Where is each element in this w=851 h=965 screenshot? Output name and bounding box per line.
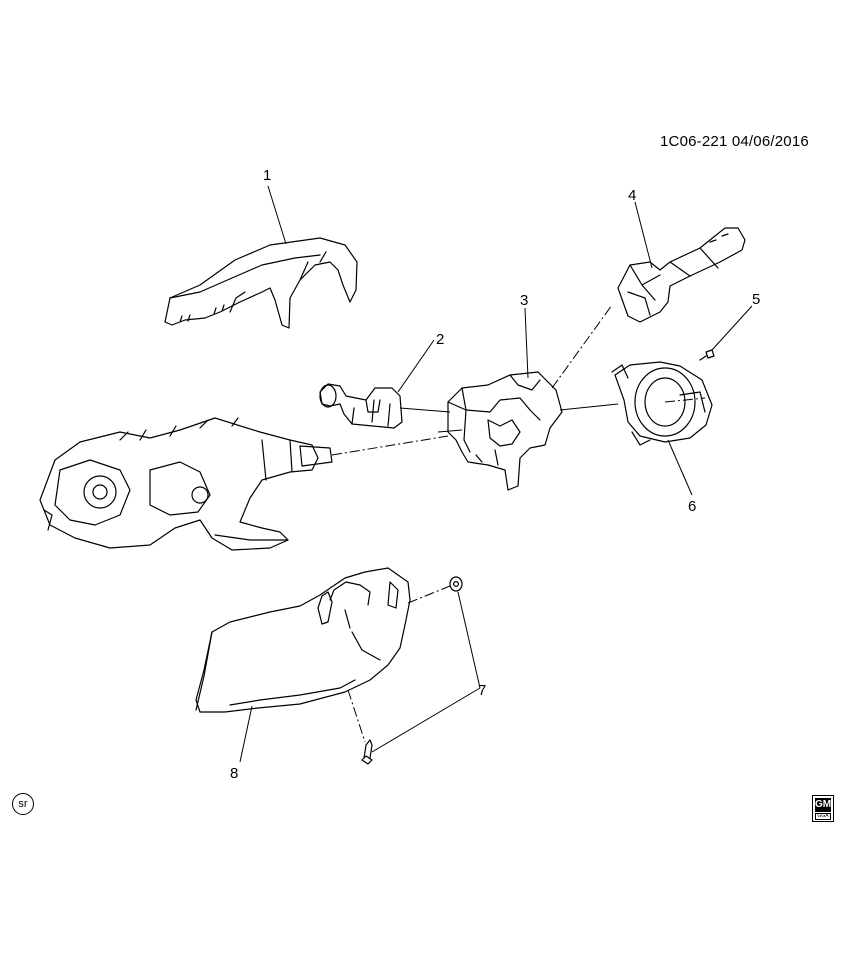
screw-5	[699, 349, 715, 361]
callout-6: 6	[688, 498, 696, 515]
callout-5: 5	[752, 291, 760, 308]
turn-signal-switch	[319, 383, 403, 429]
switch-housing	[447, 371, 563, 491]
callout-labels: 1 2 3 4 5 6 7 8	[230, 167, 760, 782]
gm-logo-subtext: GGA	[815, 813, 831, 820]
callout-8: 8	[230, 765, 238, 782]
leader-lines	[239, 185, 753, 763]
wiper-switch	[617, 227, 746, 323]
callout-2: 2	[436, 331, 444, 348]
sr-badge-icon: sr	[12, 793, 34, 815]
callout-4: 4	[628, 187, 636, 204]
fasteners-7	[361, 576, 463, 765]
diagram-reference-code: 1C06-221 04/06/2016	[660, 133, 809, 150]
steering-column	[39, 417, 333, 551]
callout-3: 3	[520, 292, 528, 309]
callout-7: 7	[478, 682, 486, 699]
gm-logo-icon: GM GGA	[812, 795, 834, 822]
gm-logo-text: GM	[815, 798, 832, 812]
lower-column-cover	[195, 567, 411, 713]
callout-1: 1	[263, 167, 271, 184]
upper-column-cover	[164, 237, 358, 329]
clockspring	[611, 361, 713, 446]
